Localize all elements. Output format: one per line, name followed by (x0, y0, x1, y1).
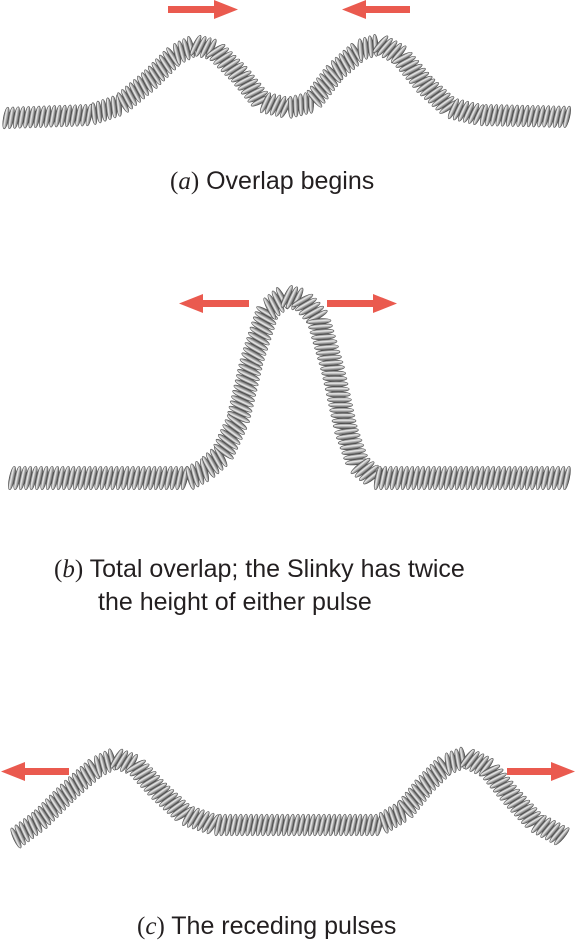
slinky-coil (331, 417, 357, 424)
arrow-left-icon (342, 0, 410, 19)
caption-tag-c: c (145, 913, 157, 940)
caption-text-a: Overlap begins (206, 167, 375, 195)
caption-tag-a: a (178, 168, 191, 195)
slinky-coil (563, 105, 571, 128)
slinky-coil (302, 92, 309, 115)
caption-a: (a) Overlap begins (170, 167, 375, 195)
slinky-coil (287, 96, 294, 119)
slinky-coil (321, 370, 346, 377)
slinky-coil (323, 380, 349, 387)
slinky-coil (554, 827, 570, 846)
slinky-spring-c (10, 746, 570, 849)
caption-text-c: The receding pulses (171, 912, 397, 940)
slinky-coil (292, 94, 299, 118)
slinky-spring-b (8, 285, 571, 491)
slinky-coil (330, 412, 356, 419)
arrow-right-icon (168, 0, 238, 19)
arrow-left-icon (179, 294, 249, 313)
slinky-spring-a (2, 34, 571, 130)
slinky-coil (322, 375, 348, 382)
slinky-coil (562, 465, 571, 491)
arrow-right-icon (507, 762, 575, 781)
slinky-coil (329, 407, 354, 414)
arrow-right-icon (327, 294, 397, 313)
slinky-coil (324, 386, 350, 393)
caption-tag-b: b (62, 556, 75, 583)
slinky-coil (328, 401, 353, 409)
caption-text-b-line2: the height of either pulse (98, 588, 372, 616)
caption-c: (c) The receding pulses (137, 912, 397, 940)
slinky-coil (297, 93, 304, 117)
slinky-coil (327, 396, 352, 403)
slinky-coil (326, 391, 351, 398)
caption-text-b-line1: Total overlap; the Slinky has twice (89, 555, 465, 583)
arrow-left-icon (1, 762, 69, 781)
